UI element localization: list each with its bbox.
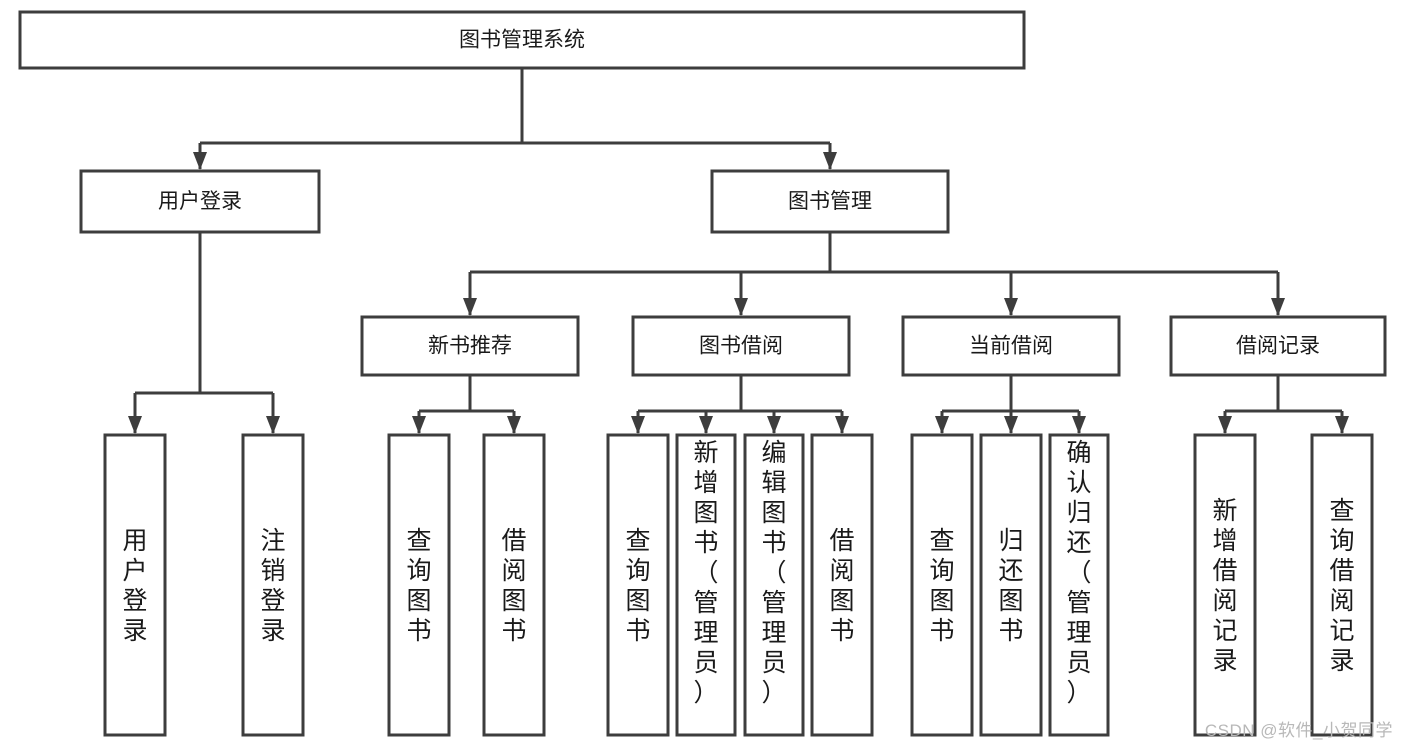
node-label: 查询图书: [929, 527, 954, 645]
arrow-head-icon: [734, 298, 748, 316]
node-box: [606, 433, 670, 737]
arrow-head-icon: [266, 416, 280, 434]
node-leaf-1[interactable]: 注销登录: [241, 433, 305, 737]
node-leaf-7[interactable]: 借阅图书: [810, 433, 874, 737]
node-label: 新增图书（管理员）: [693, 439, 718, 707]
connector-layer: [128, 68, 1349, 434]
node-l2-0[interactable]: 用户登录: [79, 169, 321, 234]
node-label: 用户登录: [122, 527, 147, 645]
arrow-head-icon: [507, 416, 521, 434]
node-leaf-12[interactable]: 查询借阅记录: [1310, 433, 1374, 737]
node-label: 注销登录: [260, 527, 285, 645]
arrow-head-icon: [1335, 416, 1349, 434]
node-label: 借阅图书: [829, 527, 854, 645]
arrow-head-icon: [412, 416, 426, 434]
node-box: [360, 315, 580, 377]
node-label: 图书管理系统: [459, 29, 585, 52]
node-leaf-2[interactable]: 查询图书: [387, 433, 451, 737]
node-l3-3[interactable]: 借阅记录: [1169, 315, 1387, 377]
node-label: 当前借阅: [969, 335, 1053, 358]
node-box: [710, 169, 950, 234]
node-label: 用户登录: [158, 190, 242, 213]
watermark-text: CSDN @软件_小贺同学: [1204, 721, 1393, 740]
node-label: 新书推荐: [428, 335, 512, 358]
arrow-head-icon: [193, 152, 207, 170]
node-label: 图书借阅: [699, 335, 783, 358]
node-label: 编辑图书（管理员）: [761, 439, 786, 707]
node-box: [1193, 433, 1257, 737]
node-box: [979, 433, 1043, 737]
arrow-head-icon: [699, 416, 713, 434]
node-leaf-11[interactable]: 新增借阅记录: [1193, 433, 1257, 737]
arrow-head-icon: [767, 416, 781, 434]
node-box: [743, 433, 805, 737]
node-label: 借阅记录: [1236, 335, 1320, 358]
node-box: [241, 433, 305, 737]
node-label: 借阅图书: [501, 527, 526, 645]
node-box: [1310, 433, 1374, 737]
arrow-head-icon: [1271, 298, 1285, 316]
node-box: [79, 169, 321, 234]
node-layer: 图书管理系统用户登录图书管理新书推荐图书借阅当前借阅借阅记录用户登录注销登录查询…: [18, 10, 1387, 737]
arrow-head-icon: [1218, 416, 1232, 434]
node-leaf-10[interactable]: 确认归还（管理员）: [1048, 433, 1110, 737]
node-l2-1[interactable]: 图书管理: [710, 169, 950, 234]
node-box: [631, 315, 851, 377]
node-leaf-0[interactable]: 用户登录: [103, 433, 167, 737]
node-label: 查询借阅记录: [1329, 497, 1354, 675]
arrow-head-icon: [1004, 416, 1018, 434]
node-label: 归还图书: [998, 527, 1023, 645]
node-box: [675, 433, 737, 737]
node-leaf-6[interactable]: 编辑图书（管理员）: [743, 433, 805, 737]
node-label: 确认归还（管理员）: [1066, 439, 1091, 707]
node-box: [482, 433, 546, 737]
arrow-head-icon: [128, 416, 142, 434]
node-label: 图书管理: [788, 190, 872, 213]
arrow-head-icon: [631, 416, 645, 434]
node-l3-1[interactable]: 图书借阅: [631, 315, 851, 377]
node-leaf-9[interactable]: 归还图书: [979, 433, 1043, 737]
arrow-head-icon: [1004, 298, 1018, 316]
node-leaf-3[interactable]: 借阅图书: [482, 433, 546, 737]
arrow-head-icon: [823, 152, 837, 170]
node-box: [387, 433, 451, 737]
node-label: 查询图书: [625, 527, 650, 645]
node-leaf-5[interactable]: 新增图书（管理员）: [675, 433, 737, 737]
arrow-head-icon: [935, 416, 949, 434]
node-box: [901, 315, 1121, 377]
node-label: 查询图书: [406, 527, 431, 645]
node-root-0[interactable]: 图书管理系统: [18, 10, 1026, 70]
node-box: [1048, 433, 1110, 737]
node-l3-0[interactable]: 新书推荐: [360, 315, 580, 377]
node-box: [810, 433, 874, 737]
node-leaf-4[interactable]: 查询图书: [606, 433, 670, 737]
node-box: [1169, 315, 1387, 377]
node-l3-2[interactable]: 当前借阅: [901, 315, 1121, 377]
node-leaf-8[interactable]: 查询图书: [910, 433, 974, 737]
node-box: [18, 10, 1026, 70]
arrow-head-icon: [463, 298, 477, 316]
arrow-head-icon: [835, 416, 849, 434]
node-box: [103, 433, 167, 737]
node-box: [910, 433, 974, 737]
node-label: 新增借阅记录: [1212, 497, 1237, 675]
arrow-head-icon: [1072, 416, 1086, 434]
